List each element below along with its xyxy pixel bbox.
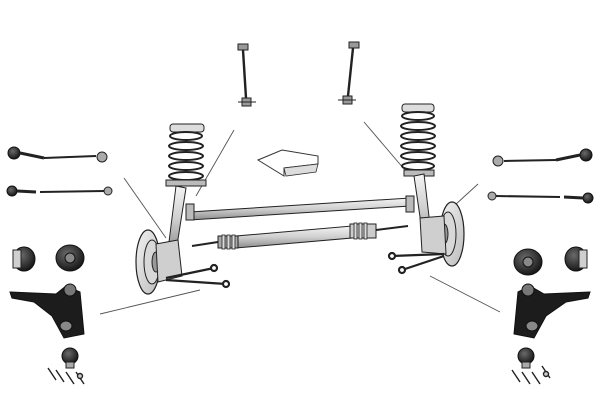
coil-spring-left: [168, 131, 204, 181]
control-arm-bushing-left-a: [12, 246, 36, 272]
lower-control-arm-left: [9, 283, 85, 339]
control-arm-bushing-right-a: [513, 248, 543, 276]
ball-joint-right: [517, 347, 535, 369]
ball-joint-left: [61, 347, 79, 369]
inner-tie-rod-left: [6, 185, 113, 197]
tie-rod-end-right: [492, 148, 593, 167]
wheel-hub-right: [419, 201, 465, 267]
stabilizer-bar: [185, 195, 415, 221]
tie-rod-end-left: [7, 146, 108, 163]
lower-links-left: [165, 263, 231, 289]
lower-control-arm-right: [513, 283, 591, 339]
strut-assembly-left: [165, 123, 207, 253]
control-arm-bushing-left-b: [55, 244, 85, 272]
control-arm-bushing-right-b: [564, 246, 588, 272]
wheel-hub-left: [135, 229, 183, 295]
steering-rack: [191, 222, 409, 250]
stabilizer-link-left: [237, 43, 256, 107]
mounting-bolt-set-right: [511, 365, 551, 385]
mounting-bolt-set-left: [47, 367, 85, 385]
direction-arrow-icon: [256, 149, 319, 177]
lower-links-right: [387, 251, 445, 275]
inner-tie-rod-right: [487, 191, 594, 204]
coil-spring-right: [400, 111, 436, 171]
stabilizer-link-right: [338, 41, 360, 105]
